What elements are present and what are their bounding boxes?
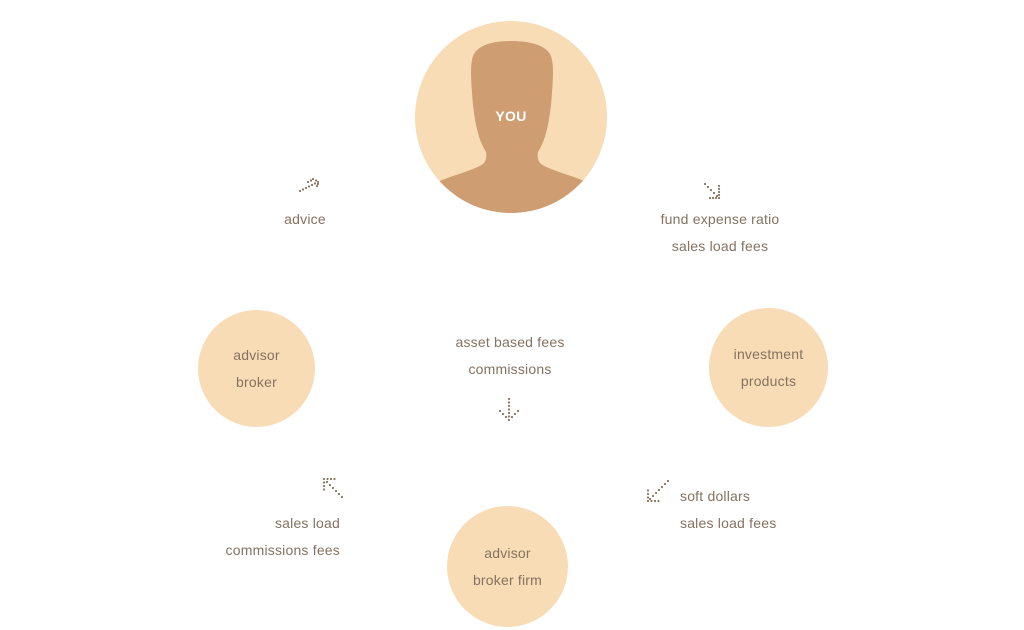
asset-fees-line1: asset based fees: [455, 334, 565, 350]
asset-fees-line2: commissions: [468, 361, 552, 377]
sales-commissions-flow-label: sales load commissions fees: [200, 510, 340, 564]
advisor-broker-line2: broker: [236, 373, 277, 390]
investment-products-line1: investment: [733, 345, 804, 362]
soft-dollars-line2: sales load fees: [680, 515, 777, 531]
arrow-down-left-icon: [646, 479, 670, 503]
advice-flow-label: advice: [270, 206, 340, 233]
fund-costs-line2: sales load fees: [671, 238, 769, 254]
arrow-up-right-icon: [298, 177, 320, 193]
you-node: YOU: [415, 21, 607, 213]
investment-products-line2: products: [740, 372, 797, 389]
fund-costs-flow-label: fund expense ratio sales load fees: [650, 206, 790, 260]
asset-fees-flow-label: asset based fees commissions: [440, 329, 580, 383]
sales-commissions-line1: sales load: [274, 515, 340, 531]
you-label: YOU: [495, 108, 527, 124]
advisor-broker-firm-node: advisor broker firm: [447, 506, 568, 627]
arrow-down-icon: [498, 397, 520, 422]
arrow-up-left-icon: [322, 477, 344, 499]
investment-products-node: investment products: [709, 308, 828, 427]
arrow-down-right-icon: [703, 182, 721, 200]
soft-dollars-line1: soft dollars: [680, 488, 751, 504]
fund-costs-line1: fund expense ratio: [660, 211, 780, 227]
person-silhouette-icon: [419, 41, 603, 213]
advisor-broker-line1: advisor: [233, 346, 280, 363]
advice-line1: advice: [284, 211, 326, 227]
advisor-broker-firm-line2: broker firm: [472, 571, 543, 588]
advisor-broker-firm-line1: advisor: [484, 544, 531, 561]
advisor-broker-node: advisor broker: [198, 310, 315, 427]
sales-commissions-line2: commissions fees: [225, 542, 340, 558]
soft-dollars-flow-label: soft dollars sales load fees: [680, 483, 800, 537]
